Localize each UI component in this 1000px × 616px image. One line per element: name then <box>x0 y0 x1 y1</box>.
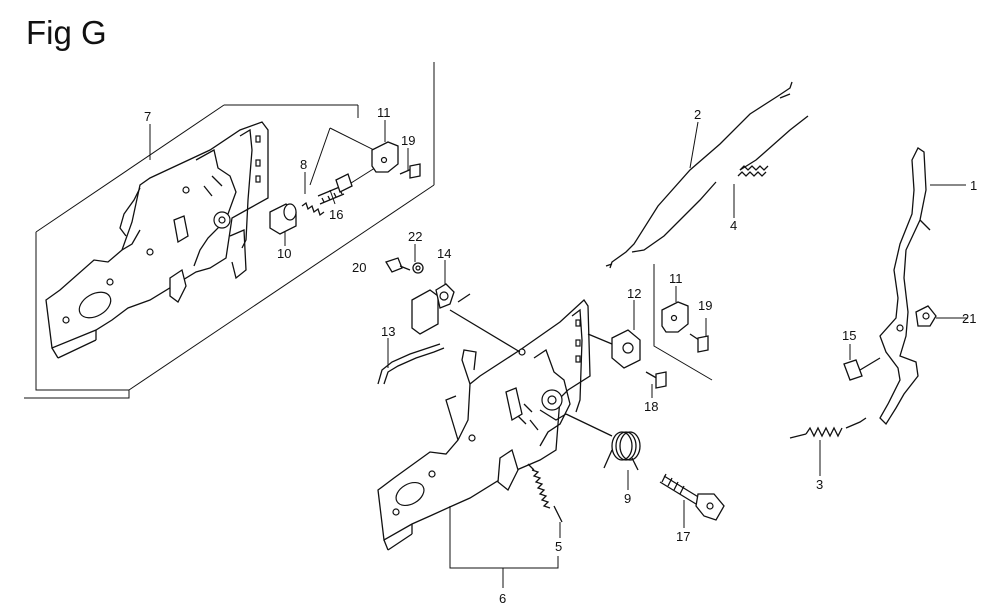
callout-22: 22 <box>408 229 422 244</box>
callout-17: 17 <box>676 529 690 544</box>
bracket-12 <box>587 329 667 389</box>
collar-spring-bolt-upper <box>269 173 353 235</box>
callout-19-upper: 19 <box>401 133 415 148</box>
callout-3: 3 <box>816 477 823 492</box>
spring-3 <box>789 417 867 439</box>
rod-2 <box>605 81 809 269</box>
spring-5 <box>527 463 563 523</box>
nut-15 <box>843 357 881 381</box>
callout-16: 16 <box>329 207 343 222</box>
bracket-11-lower <box>653 264 713 381</box>
callout-6: 6 <box>499 591 506 606</box>
bracket-11-upper <box>371 141 421 179</box>
figure-title: Fig G <box>26 14 107 51</box>
callout-1: 1 <box>970 178 977 193</box>
callout-15: 15 <box>842 328 856 343</box>
callout-5: 5 <box>555 539 562 554</box>
callout-14: 14 <box>437 246 451 261</box>
bolt-17 <box>659 473 725 521</box>
callout-12: 12 <box>627 286 641 301</box>
callout-18: 18 <box>644 399 658 414</box>
governor-plate-main <box>377 299 591 551</box>
callout-7: 7 <box>144 109 151 124</box>
governor-plate-upper <box>45 121 269 359</box>
callout-10: 10 <box>277 246 291 261</box>
callout-13: 13 <box>381 324 395 339</box>
callout-11-lower: 11 <box>669 271 683 286</box>
callout-labels: 7 8 16 10 11 19 2 4 1 21 15 3 22 14 20 1… <box>144 105 977 606</box>
callout-21: 21 <box>962 311 976 326</box>
callout-9: 9 <box>624 491 631 506</box>
callout-4: 4 <box>730 218 737 233</box>
bracket-14-assembly <box>377 257 521 385</box>
washer-21 <box>915 305 937 327</box>
callout-11-upper: 11 <box>377 105 391 120</box>
callout-20: 20 <box>352 260 366 275</box>
torsion-spring-9 <box>565 413 641 471</box>
leader-lines <box>149 120 968 588</box>
callout-19-lower: 19 <box>698 298 712 313</box>
callout-2: 2 <box>694 107 701 122</box>
callout-8: 8 <box>300 157 307 172</box>
lever-1 <box>879 147 931 426</box>
